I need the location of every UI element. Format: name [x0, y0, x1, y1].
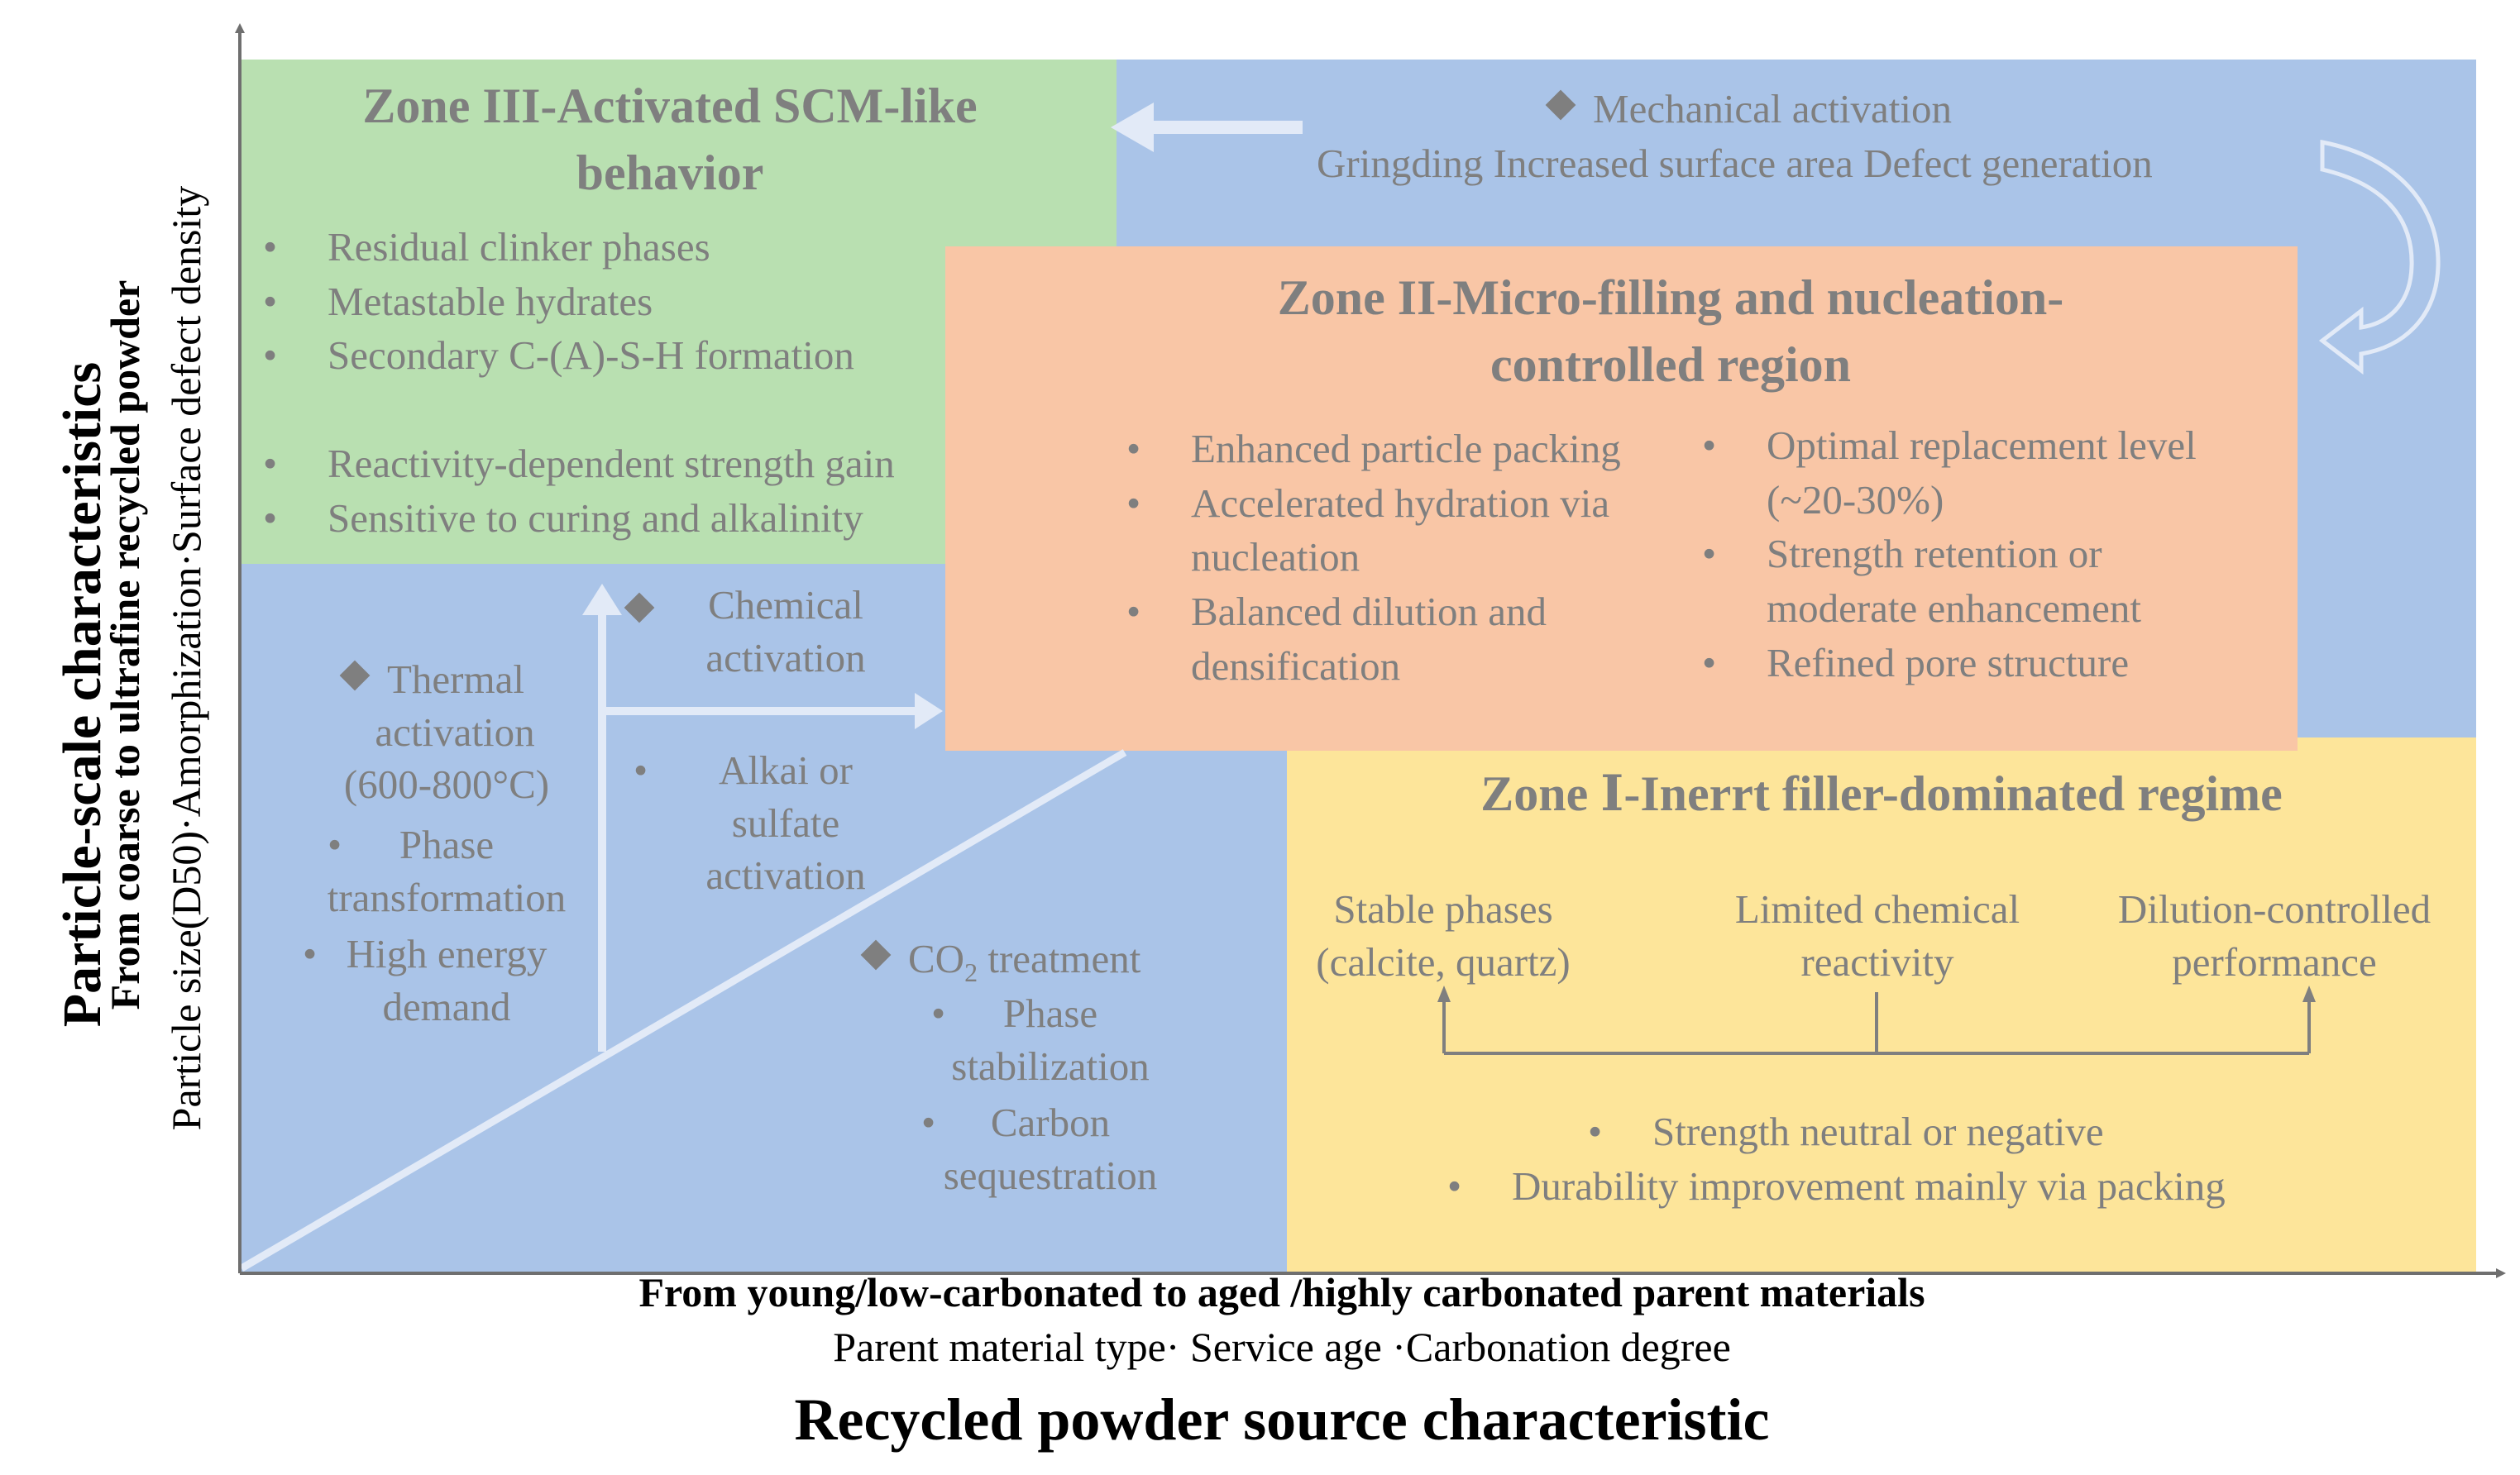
list-item: Optimal replacement level (~20-30%)	[1702, 418, 2230, 527]
co2-bullet-1: •Phase stabilization	[931, 990, 1150, 1089]
list-item: Reactivity-dependent strength gain	[263, 437, 895, 491]
diamond-icon	[860, 939, 892, 971]
diagonal-line	[239, 749, 1127, 1272]
bracket-arrow-left	[1437, 986, 1451, 1002]
thermal-activation: Thermal activation (600-800°C)	[306, 653, 587, 811]
x-axis-descriptors: Parent material type· Service age ·Carbo…	[833, 1324, 1731, 1370]
list-item: Secondary C-(A)-S-H formation	[263, 328, 854, 383]
zone1-title: Zone Ⅰ-Inerrt filler-dominated regime	[1480, 766, 2283, 821]
zone1-bullets: Strength neutral or negative Durability …	[1447, 1105, 2226, 1213]
list-item: Sensitive to curing and alkalinity	[263, 491, 895, 546]
zone3-title: Zone III-Activated SCM-like behavior	[362, 79, 978, 200]
list-item: Metastable hydrates	[263, 274, 854, 329]
co2-bullet-2: •Carbon sequestration	[921, 1100, 1158, 1198]
diamond-icon	[339, 660, 371, 691]
mechanical-arrow-head	[1111, 103, 1154, 152]
thermal-activation-label: Thermal activation	[306, 653, 587, 758]
zone1-item-2: Limited chemical reactivity	[1734, 886, 2020, 985]
x-axis-subtitle: From young/low-carbonated to aged /highl…	[638, 1269, 1925, 1315]
thermal-bullet-1: •Phase transformation	[327, 822, 567, 920]
zone2-bullets-right: Optimal replacement level (~20-30%) Stre…	[1702, 418, 2248, 690]
list-item: Strength retention or moderate enhanceme…	[1702, 527, 2230, 635]
list-item: Residual clinker phases	[263, 220, 854, 274]
thermal-bullet-2: •High energy demand	[303, 931, 548, 1029]
chemical-bullet-1: • Alkai or sulfate activation	[634, 747, 866, 899]
y-axis-descriptors: Particle size(D50)·Amorphization·Surface…	[163, 185, 209, 1131]
mechanical-activation-details: Gringding Increased surface area Defect …	[1317, 141, 2153, 186]
zone3-bullets-2: Reactivity-dependent strength gain Sensi…	[263, 437, 895, 545]
mechanical-activation-label: Mechanical activation	[1545, 83, 1952, 136]
list-item: Enhanced particle packing	[1126, 422, 1689, 476]
curved-arrow	[2318, 139, 2441, 375]
zone2-bullets-left: Enhanced particle packing Accelerated hy…	[1126, 422, 1689, 693]
zone1-item-1: Stable phases (calcite, quartz)	[1316, 886, 1571, 985]
list-item: Strength neutral or negative	[1588, 1105, 2226, 1159]
chemical-activation: Chemical activation	[624, 579, 893, 684]
y-axis-subtitle: From coarse to ultrafine recycled powder	[102, 279, 148, 1010]
thermal-range: (600-800°C)	[343, 761, 550, 808]
zone3-bullets: Residual clinker phases Metastable hydra…	[263, 220, 854, 383]
list-item: Balanced dilution and densification	[1126, 585, 1621, 693]
list-item: Durability improvement mainly via packin…	[1447, 1159, 2226, 1214]
vertical-arrow-head	[582, 584, 622, 615]
list-item: Refined pore structure	[1702, 636, 2230, 690]
list-item: Accelerated hydration via nucleation	[1126, 476, 1621, 585]
co2-treatment-label: CO2 treatment	[860, 933, 1140, 990]
horizontal-arrow-head	[915, 693, 943, 729]
zone1-item-3: Dilution-controlled performance	[2117, 886, 2432, 985]
diamond-icon	[1545, 89, 1576, 121]
bracket-arrow-right	[2302, 986, 2316, 1002]
zone1-bracket	[1442, 992, 2311, 1055]
x-axis-title: Recycled powder source characteristic	[794, 1387, 1770, 1453]
zone2-title: Zone II-Micro-filling and nucleation-con…	[1277, 270, 2064, 392]
diamond-icon	[624, 592, 655, 623]
